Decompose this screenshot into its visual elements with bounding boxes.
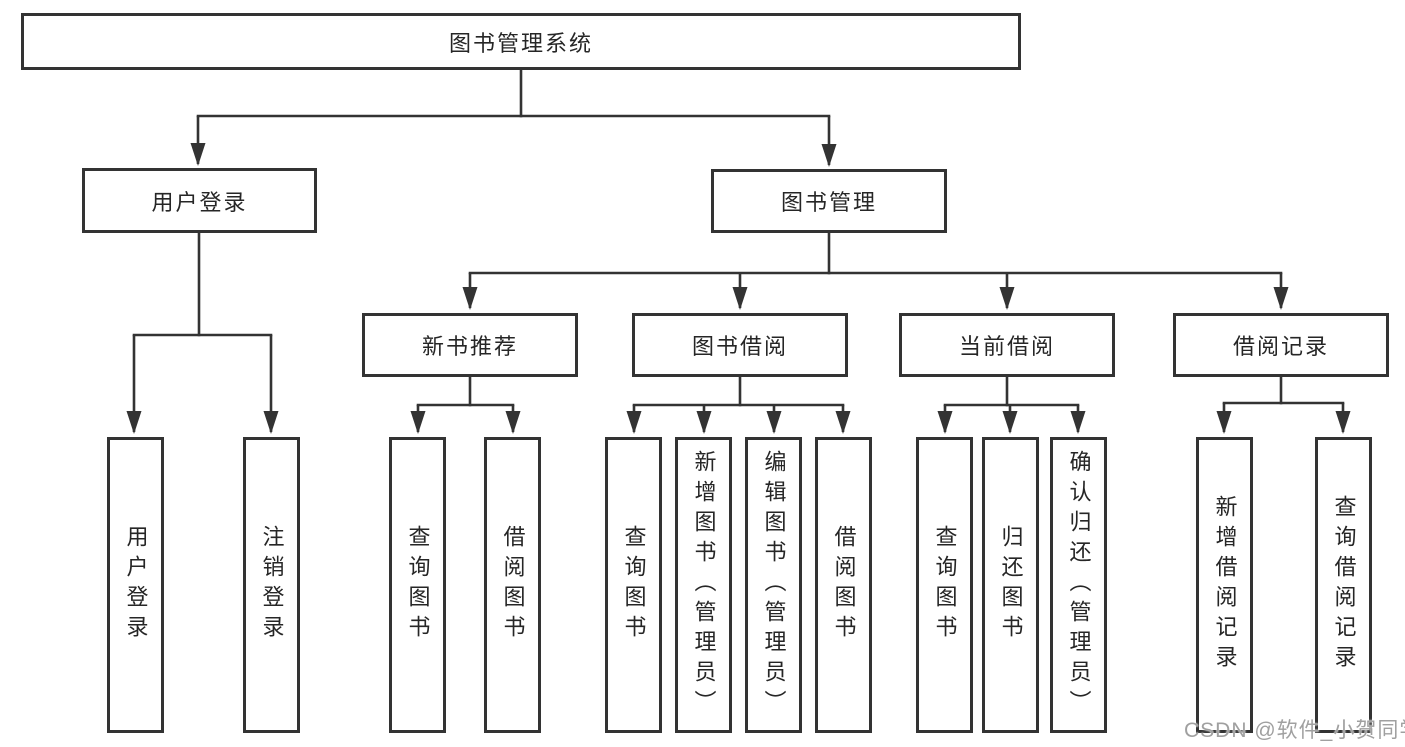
leaf-add-book-admin: 新增图书（管理员） <box>675 437 732 733</box>
node-new-book-recommend: 新书推荐 <box>362 313 578 377</box>
node-current-borrow: 当前借阅 <box>899 313 1115 377</box>
leaf-edit-book-admin: 编辑图书（管理员） <box>745 437 802 733</box>
node-book-borrow: 图书借阅 <box>632 313 848 377</box>
node-user-login: 用户登录 <box>82 168 317 233</box>
leaf-borrow-books: 借阅图书 <box>815 437 872 733</box>
node-borrow-records: 借阅记录 <box>1173 313 1389 377</box>
node-root: 图书管理系统 <box>21 13 1021 70</box>
leaf-user-login: 用户登录 <box>107 437 164 733</box>
leaf-borrow-books-recommend: 借阅图书 <box>484 437 541 733</box>
leaf-query-books-current: 查询图书 <box>916 437 973 733</box>
leaf-add-borrow-record: 新增借阅记录 <box>1196 437 1253 733</box>
leaf-return-book: 归还图书 <box>982 437 1039 733</box>
leaf-confirm-return-admin: 确认归还（管理员） <box>1050 437 1107 733</box>
leaf-query-borrow-record: 查询借阅记录 <box>1315 437 1372 733</box>
watermark: CSDN @软件_小贺同学 <box>1184 719 1405 742</box>
leaf-query-books-borrow: 查询图书 <box>605 437 662 733</box>
leaf-logout: 注销登录 <box>243 437 300 733</box>
leaf-query-books-recommend: 查询图书 <box>389 437 446 733</box>
node-book-management: 图书管理 <box>711 169 947 233</box>
